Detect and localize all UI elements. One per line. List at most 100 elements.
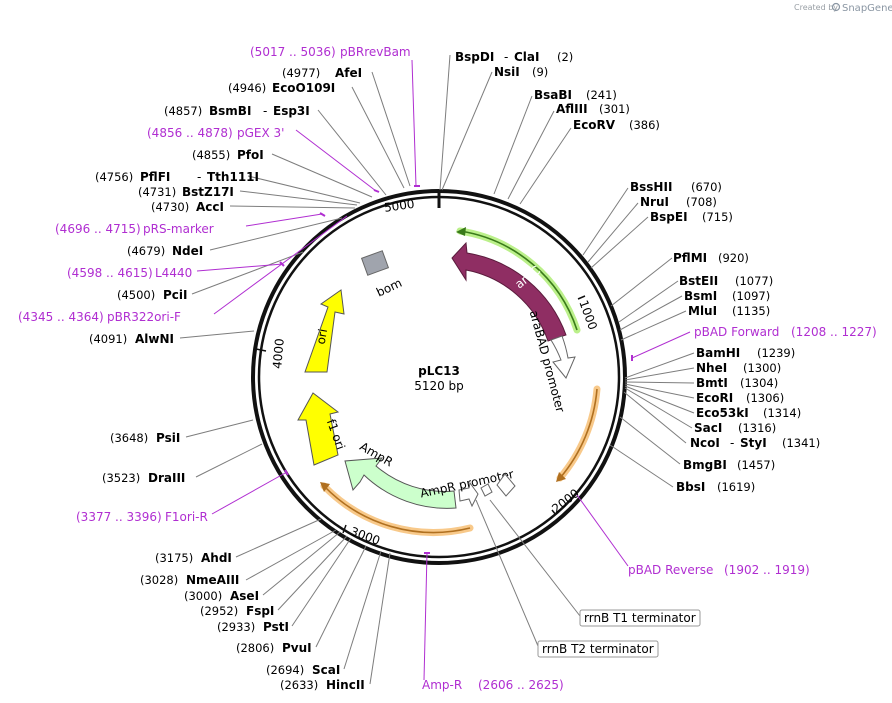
svg-text:(4679): (4679)	[127, 244, 165, 258]
site-bbsi[interactable]: BbsI	[676, 480, 705, 494]
primer-amp-r[interactable]: Amp-R	[422, 678, 462, 692]
site-psii[interactable]: PsiI	[156, 431, 180, 445]
svg-text:(4730): (4730)	[151, 200, 189, 214]
svg-text:(2952): (2952)	[200, 604, 238, 618]
plasmid-name: pLC13	[418, 364, 460, 378]
tick-mark-2000	[551, 509, 557, 516]
site-mlui[interactable]: MluI	[688, 304, 717, 318]
site-bspdi[interactable]: BspDI	[455, 50, 494, 64]
site-eco53ki[interactable]: Eco53kI	[696, 406, 749, 420]
site-asei[interactable]: AseI	[230, 589, 259, 603]
svg-text:(920): (920)	[718, 251, 749, 265]
primer-pgex3[interactable]: pGEX 3'	[237, 126, 284, 140]
svg-text:(4946): (4946)	[228, 81, 266, 95]
site-nrui[interactable]: NruI	[640, 195, 669, 209]
site-ncoi[interactable]: NcoI	[690, 436, 720, 450]
rrnb-t2-label: rrnB T2 terminator	[542, 642, 654, 656]
primer-pbad-reverse[interactable]: pBAD Reverse	[628, 563, 713, 577]
site-bstz17i[interactable]: BstZ17I	[182, 185, 234, 199]
snapgene-logo-icon	[831, 2, 841, 12]
f1-ori-feature[interactable]	[297, 392, 340, 466]
site-ndei[interactable]: NdeI	[172, 244, 203, 258]
primer-prs-marker[interactable]: pRS-marker	[143, 222, 214, 236]
site-draiii[interactable]: DraIII	[148, 471, 185, 485]
svg-text:(1306): (1306)	[746, 391, 784, 405]
svg-text:(4756): (4756)	[95, 170, 133, 184]
svg-text:(2): (2)	[557, 50, 573, 64]
bom-label: bom	[374, 276, 404, 300]
site-ecorv[interactable]: EcoRV	[573, 118, 616, 132]
svg-text:(3175): (3175)	[155, 551, 193, 565]
svg-text:(4856 .. 4878): (4856 .. 4878)	[147, 126, 233, 140]
svg-text:(4091): (4091)	[89, 332, 127, 346]
site-styi[interactable]: StyI	[740, 436, 767, 450]
site-bsshii[interactable]: BssHII	[630, 180, 672, 194]
svg-text:(4731): (4731)	[138, 185, 176, 199]
site-ecori[interactable]: EcoRI	[696, 391, 733, 405]
primer-pbr322ori-f[interactable]: pBR322ori-F	[107, 310, 181, 324]
site-tth111i[interactable]: Tth111I	[207, 170, 259, 184]
site-fspi[interactable]: FspI	[246, 604, 274, 618]
site-alwni[interactable]: AlwNI	[135, 332, 174, 346]
site-pvui[interactable]: PvuI	[282, 641, 312, 655]
svg-text:(3000): (3000)	[184, 589, 222, 603]
site-ahdi[interactable]: AhdI	[201, 551, 232, 565]
svg-text:(4345 .. 4364): (4345 .. 4364)	[18, 310, 104, 324]
ori-label: ori	[314, 328, 330, 346]
site-bsmi[interactable]: BsmI	[684, 289, 717, 303]
rrnb-t2-box[interactable]	[537, 640, 659, 658]
site-pflmi[interactable]: PflMI	[673, 251, 707, 265]
site-saci[interactable]: SacI	[694, 421, 722, 435]
svg-text:(1077): (1077)	[735, 274, 773, 288]
site-bspei[interactable]: BspEI	[650, 210, 688, 224]
svg-text:(2806): (2806)	[236, 641, 274, 655]
site-afliii[interactable]: AflIII	[556, 102, 588, 116]
svg-text:(4977): (4977)	[282, 66, 320, 80]
arac-primer-arrow	[459, 230, 578, 331]
ampr-promoter-feature[interactable]	[458, 481, 479, 508]
ori-feature[interactable]	[304, 289, 345, 373]
arabad-promoter-feature[interactable]	[550, 335, 576, 379]
svg-text:(9): (9)	[532, 65, 548, 79]
svg-text:(1457): (1457)	[737, 458, 775, 472]
site-pflfi[interactable]: PflFI	[140, 170, 170, 184]
site-hincii[interactable]: HincII	[326, 678, 365, 692]
small-feature-2	[496, 473, 516, 497]
site-pfoi[interactable]: PfoI	[237, 148, 264, 162]
site-bsteii[interactable]: BstEII	[679, 274, 718, 288]
tick-label-4000: 4000	[270, 338, 287, 370]
site-acci[interactable]: AccI	[196, 200, 224, 214]
svg-text:(4696 .. 4715): (4696 .. 4715)	[55, 222, 141, 236]
ampr-feature[interactable]	[344, 457, 457, 509]
bom-feature[interactable]	[360, 250, 390, 276]
svg-text:(386): (386)	[629, 118, 660, 132]
svg-text:(670): (670)	[691, 180, 722, 194]
site-pcii[interactable]: PciI	[163, 288, 188, 302]
site-nsii[interactable]: NsiI	[494, 65, 520, 79]
site-esp3i[interactable]: Esp3I	[273, 104, 310, 118]
site-bmti[interactable]: BmtI	[696, 376, 728, 390]
primer-pbrrevbam[interactable]: pBRrevBam	[340, 45, 411, 59]
site-psti[interactable]: PstI	[263, 620, 289, 634]
site-bsabi[interactable]: BsaBI	[534, 88, 572, 102]
primer-f1ori-r[interactable]: F1ori-R	[165, 510, 208, 524]
arac-feature[interactable]	[451, 241, 567, 342]
primer-pbad-forward[interactable]: pBAD Forward	[694, 325, 779, 339]
site-bamhi[interactable]: BamHI	[696, 346, 740, 360]
site-bsmbi[interactable]: BsmBI	[209, 104, 251, 118]
svg-text:(4857): (4857)	[164, 104, 202, 118]
site-scai[interactable]: ScaI	[312, 663, 340, 677]
site-afei[interactable]: AfeI	[335, 66, 362, 80]
primer-l4440[interactable]: L4440	[155, 266, 192, 280]
svg-text:(2633): (2633)	[280, 678, 318, 692]
svg-text:(1097): (1097)	[732, 289, 770, 303]
svg-text:-: -	[263, 104, 267, 118]
site-nmeaiii[interactable]: NmeAIII	[186, 573, 239, 587]
rrnb-t1-box[interactable]	[579, 609, 701, 627]
site-nhei[interactable]: NheI	[696, 361, 727, 375]
site-ecoo109i[interactable]: EcoO109I	[272, 81, 335, 95]
site-bmgbi[interactable]: BmgBI	[683, 458, 727, 472]
site-clai[interactable]: ClaI	[514, 50, 539, 64]
ampr-primer-arrow	[323, 485, 471, 534]
